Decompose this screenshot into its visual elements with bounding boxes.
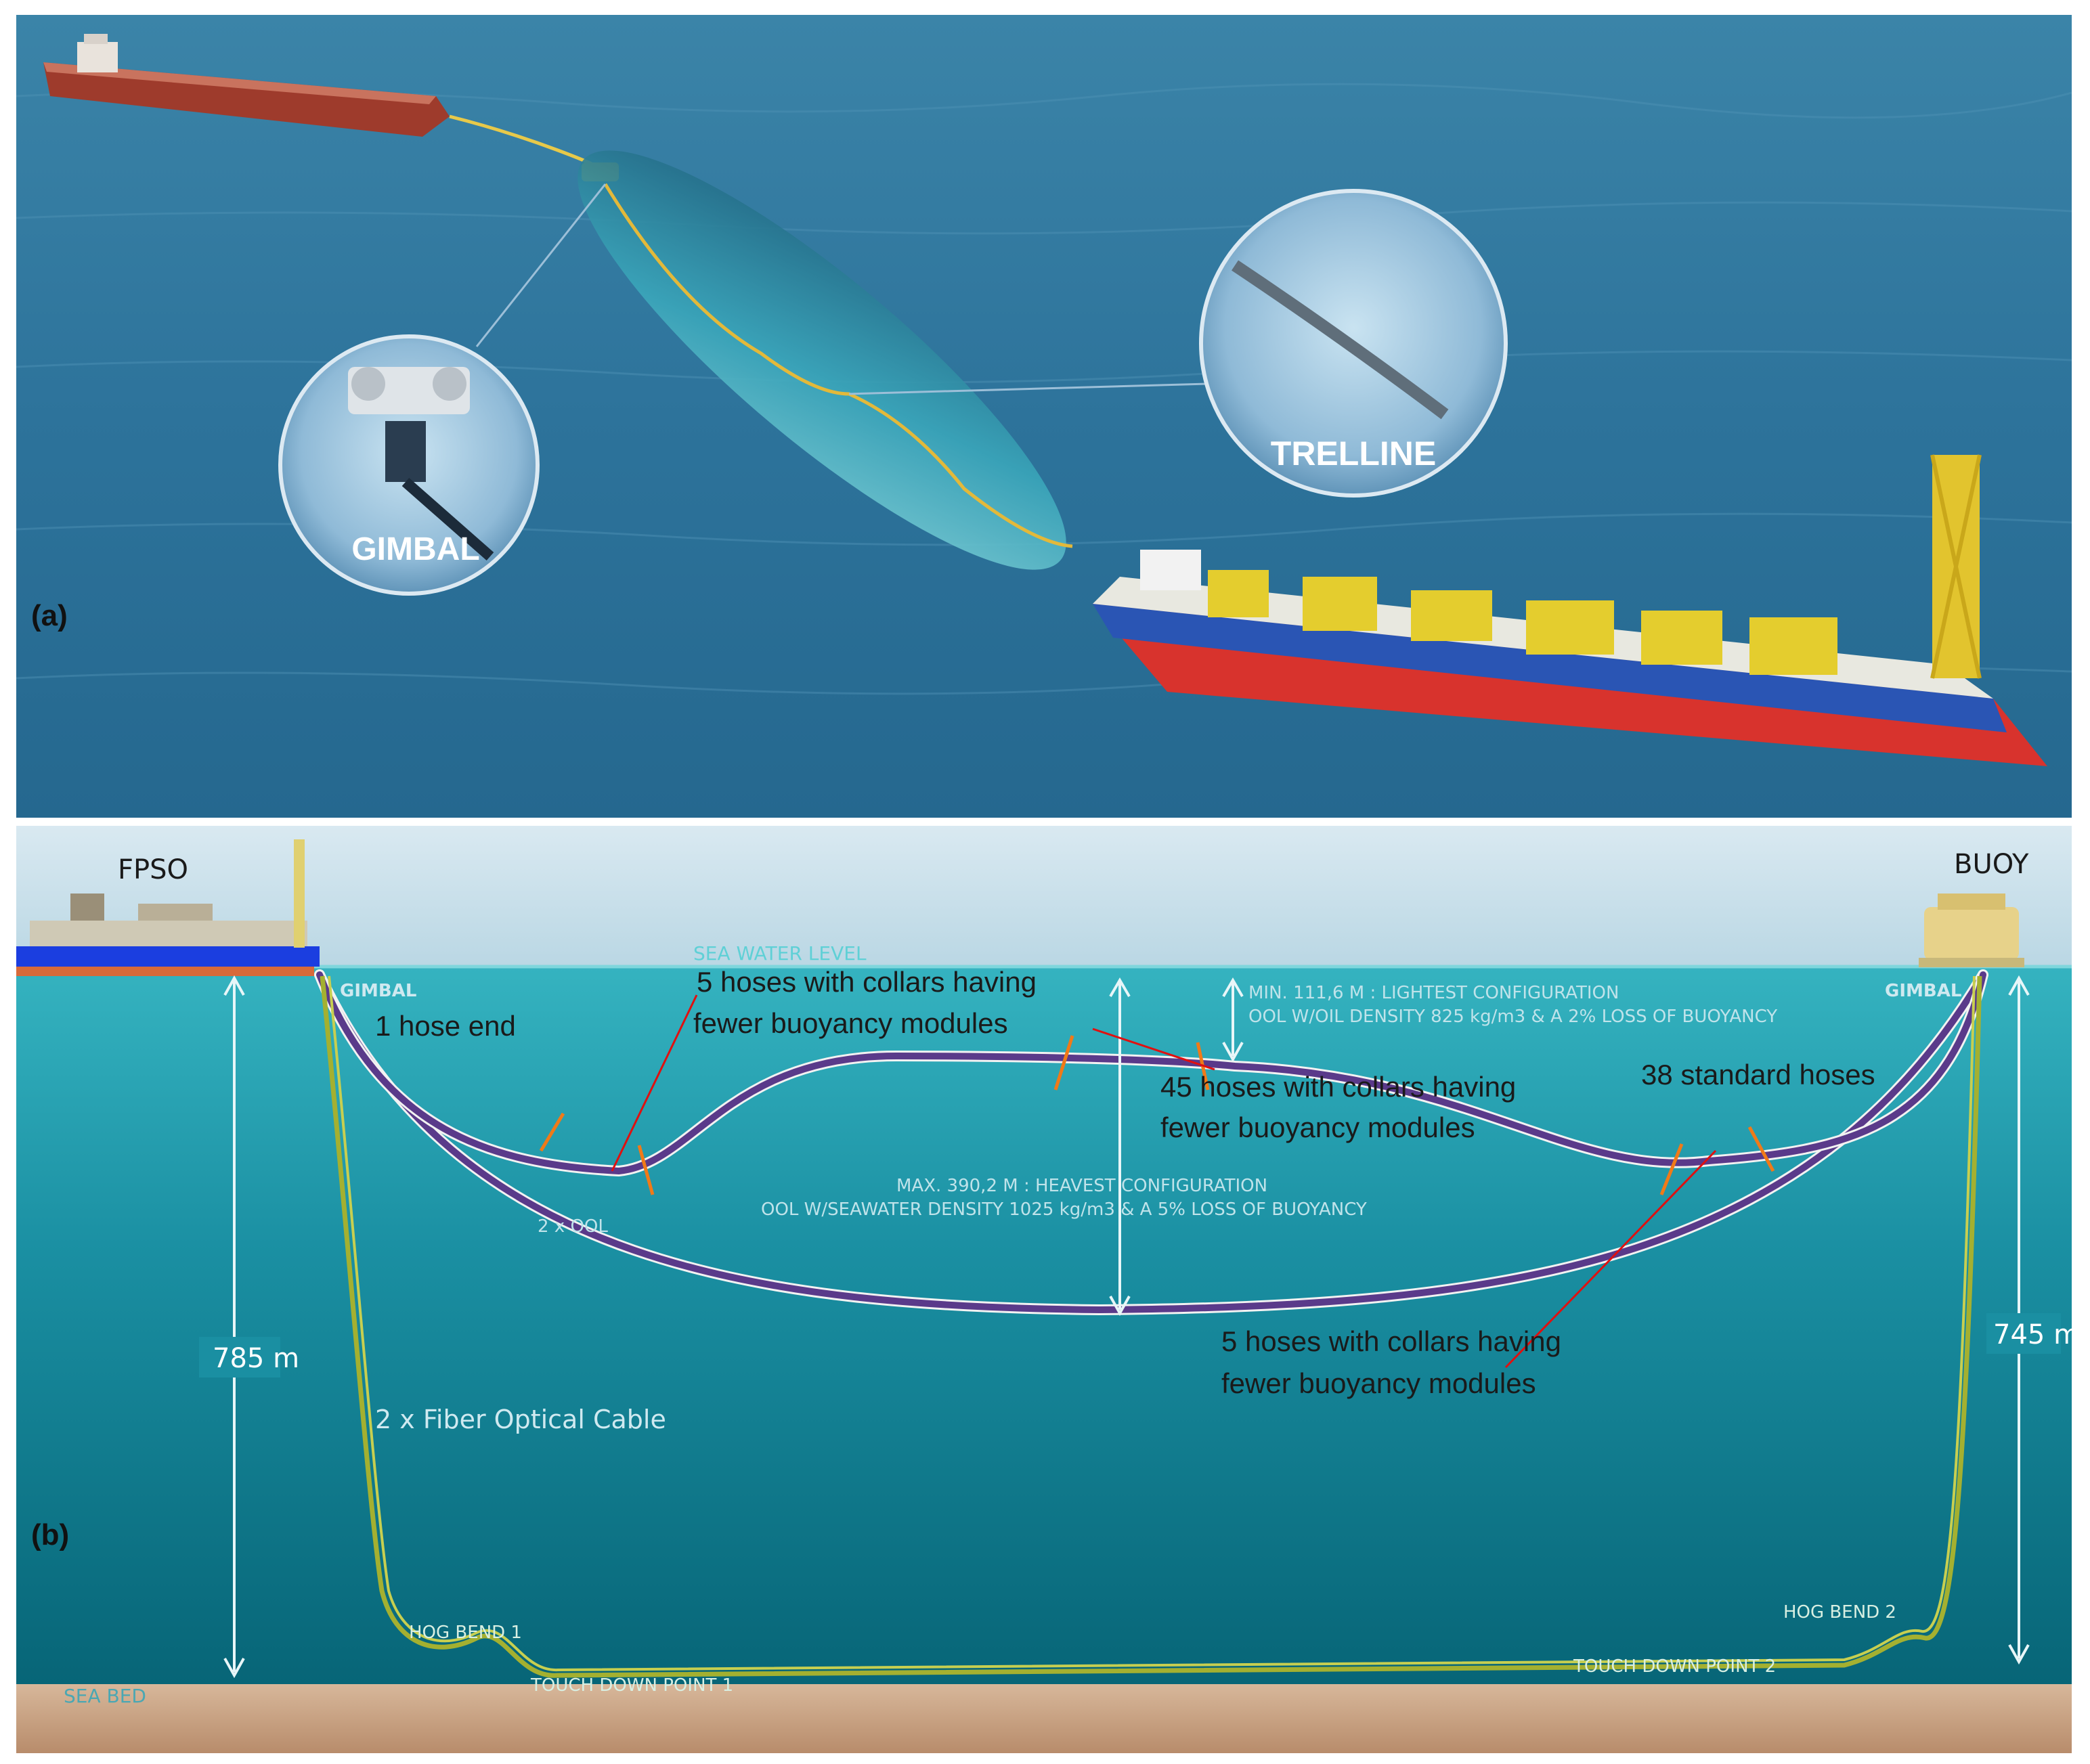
right-5-hoses-line2: fewer buoyancy modules: [1221, 1367, 1536, 1399]
fiber-cable-label: 2 x Fiber Optical Cable: [375, 1405, 666, 1434]
depth-right-label: 745 m: [1993, 1319, 2072, 1350]
mid-45-hoses-line1: 45 hoses with collars having: [1160, 1071, 1516, 1103]
gimbal-right-label: GIMBAL: [1885, 981, 1961, 1001]
standard-38-hoses: 38 standard hoses: [1641, 1059, 1875, 1090]
panel-b-svg: FPSO BUOY SEA WATER LEVEL GIMBAL GIMBAL: [16, 826, 2072, 1753]
min-config-line1: MIN. 111,6 M : LIGHTEST CONFIGURATION: [1248, 983, 1619, 1003]
shuttle-tanker: [43, 34, 450, 137]
sea-water-level-label: SEA WATER LEVEL: [693, 942, 867, 965]
sky: [16, 826, 2072, 967]
touch-down-1-label: TOUCH DOWN POINT 1: [530, 1675, 733, 1696]
sea-bed: [16, 1684, 2072, 1753]
annotation-leaders: [611, 994, 1717, 1369]
fpso-vessel: [1093, 454, 2047, 766]
touch-down-2-label: TOUCH DOWN POINT 2: [1573, 1656, 1776, 1677]
trelline-callout: [1199, 189, 1508, 498]
gimbal-callout-label: GIMBAL: [351, 531, 479, 567]
fpso-schematic: [16, 839, 320, 976]
sea-bed-label: SEA BED: [64, 1685, 146, 1707]
buoy-schematic: [1919, 894, 2024, 967]
left-5-hoses-line1: 5 hoses with collars having: [697, 966, 1037, 998]
panel-a-tag: (a): [31, 599, 68, 632]
sea-water: [16, 967, 2072, 1684]
mid-45-hoses-line2: fewer buoyancy modules: [1160, 1111, 1475, 1143]
hog-bend-1-label: HOG BEND 1: [409, 1623, 522, 1643]
panel-a-illustration: GIMBAL TRELLINE (a): [16, 15, 2072, 818]
min-config-line2: OOL W/OIL DENSITY 825 kg/m3 & A 2% LOSS …: [1248, 1007, 1777, 1027]
left-5-hoses-line2: fewer buoyancy modules: [693, 1007, 1008, 1039]
panel-b-diagram: FPSO BUOY SEA WATER LEVEL GIMBAL GIMBAL: [16, 826, 2072, 1753]
hose-end-annotation: 1 hose end: [375, 1010, 516, 1042]
ool-count-label: 2 x OOL: [538, 1216, 608, 1237]
depth-right-bg: [1986, 1313, 2061, 1354]
max-config-line1: MAX. 390,2 M : HEAVEST CONFIGURATION: [896, 1176, 1267, 1196]
fiber-optical-cables: [320, 975, 1982, 1678]
depth-left-bg: [199, 1337, 280, 1377]
panel-a-svg: GIMBAL TRELLINE (a): [16, 15, 2072, 818]
buoy-label: BUOY: [1954, 849, 2029, 880]
fpso-label: FPSO: [118, 854, 188, 885]
gimbal-callout: [278, 334, 540, 596]
right-5-hoses-line1: 5 hoses with collars having: [1221, 1325, 1561, 1357]
hose-section-lens: [578, 150, 1073, 570]
gimbal-left-label: GIMBAL: [340, 981, 416, 1001]
hose-annotations: 1 hose end 5 hoses with collars having f…: [375, 966, 1875, 1399]
depth-left-label: 785 m: [213, 1343, 299, 1374]
hog-bend-2-label: HOG BEND 2: [1783, 1602, 1896, 1623]
trelline-callout-label: TRELLINE: [1271, 435, 1436, 472]
max-config-line2: OOL W/SEAWATER DENSITY 1025 kg/m3 & A 5%…: [761, 1199, 1367, 1220]
callout-lines: [475, 183, 1209, 395]
panel-b-tag: (b): [31, 1518, 69, 1551]
